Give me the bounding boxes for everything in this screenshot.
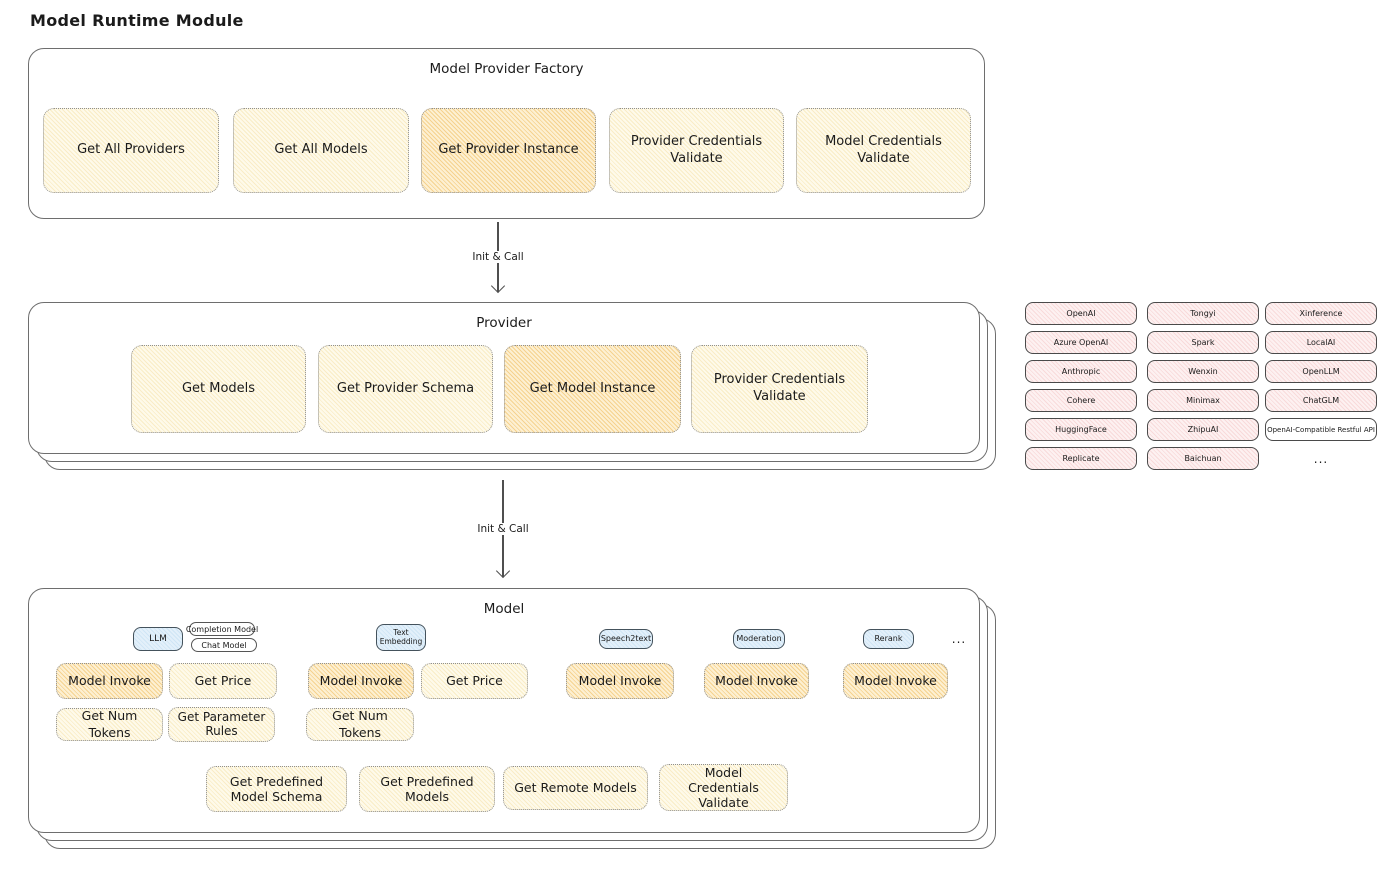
llm-method-get-price: Get Price (169, 663, 277, 699)
factory-method-get-all-models: Get All Models (233, 108, 409, 193)
provider-item-cohere: Cohere (1025, 389, 1137, 412)
provider-method-get-model-instance: Get Model Instance (504, 345, 681, 433)
model-method-get-remote-models: Get Remote Models (503, 766, 648, 810)
text-embedding-method-get-num-tokens: Get Num Tokens (306, 708, 414, 741)
factory-method-get-provider-instance: Get Provider Instance (421, 108, 596, 193)
provider-item-baichuan: Baichuan (1147, 447, 1259, 470)
model-method-get-predefined-model-schema: Get Predefined Model Schema (206, 766, 347, 812)
text-embedding-method-model-invoke: Model Invoke (308, 663, 414, 699)
provider-item-xinference: Xinference (1265, 302, 1377, 325)
factory-method-get-all-providers: Get All Providers (43, 108, 219, 193)
provider-panel: Provider Get Models Get Provider Schema … (28, 302, 980, 454)
provider-item-anthropic: Anthropic (1025, 360, 1137, 383)
tab-chat-model: Chat Model (191, 638, 257, 652)
arrow-down-icon (495, 563, 510, 579)
model-tabs-more: ... (951, 632, 967, 646)
provider-item-spark: Spark (1147, 331, 1259, 354)
provider-item-huggingface: HuggingFace (1025, 418, 1137, 441)
arrow-label: Init & Call (471, 522, 535, 535)
llm-method-get-num-tokens: Get Num Tokens (56, 708, 163, 741)
provider-item-openllm: OpenLLM (1265, 360, 1377, 383)
provider-method-get-provider-schema: Get Provider Schema (318, 345, 493, 433)
factory-method-model-credentials-validate: Model Credentials Validate (796, 108, 971, 193)
provider-item-wenxin: Wenxin (1147, 360, 1259, 383)
provider-item-tongyi: Tongyi (1147, 302, 1259, 325)
arrow-down-icon (490, 278, 505, 294)
provider-item-replicate: Replicate (1025, 447, 1137, 470)
provider-item-chatglm: ChatGLM (1265, 389, 1377, 412)
llm-method-get-parameter-rules: Get Parameter Rules (168, 707, 275, 742)
speech2text-method-model-invoke: Model Invoke (566, 663, 674, 699)
provider-item-zhipuai: ZhipuAI (1147, 418, 1259, 441)
diagram-title: Model Runtime Module (30, 11, 244, 30)
model-panel: Model LLM Completion Model Chat Model Te… (28, 588, 980, 833)
provider-item-openai-compatible-restful-api: OpenAI-Compatible Restful API (1265, 418, 1377, 441)
provider-item-azure-openai: Azure OpenAI (1025, 331, 1137, 354)
factory-title: Model Provider Factory (429, 61, 584, 77)
llm-method-model-invoke: Model Invoke (56, 663, 163, 699)
provider-method-get-models: Get Models (131, 345, 306, 433)
model-method-get-predefined-models: Get Predefined Models (359, 766, 495, 812)
tab-completion-model: Completion Model (186, 622, 258, 636)
factory-panel: Model Provider Factory Get All Providers… (28, 48, 985, 219)
tab-speech2text: Speech2text (599, 629, 653, 649)
provider-title: Provider (476, 315, 532, 331)
factory-method-provider-credentials-validate: Provider Credentials Validate (609, 108, 784, 193)
tab-llm: LLM (133, 627, 183, 651)
rerank-method-model-invoke: Model Invoke (843, 663, 948, 699)
arrow-label: Init & Call (466, 251, 530, 263)
tab-text-embedding: Text Embedding (376, 624, 426, 651)
text-embedding-method-get-price: Get Price (421, 663, 528, 699)
model-method-model-credentials-validate: Model Credentials Validate (659, 764, 788, 811)
provider-item-localai: LocalAI (1265, 331, 1377, 354)
tab-rerank: Rerank (863, 629, 914, 649)
provider-item-minimax: Minimax (1147, 389, 1259, 412)
provider-list-more: ... (1313, 451, 1329, 466)
provider-item-openai: OpenAI (1025, 302, 1137, 325)
tab-moderation: Moderation (733, 629, 785, 649)
moderation-method-model-invoke: Model Invoke (704, 663, 809, 699)
provider-method-provider-credentials-validate: Provider Credentials Validate (691, 345, 868, 433)
model-title: Model (483, 601, 525, 617)
